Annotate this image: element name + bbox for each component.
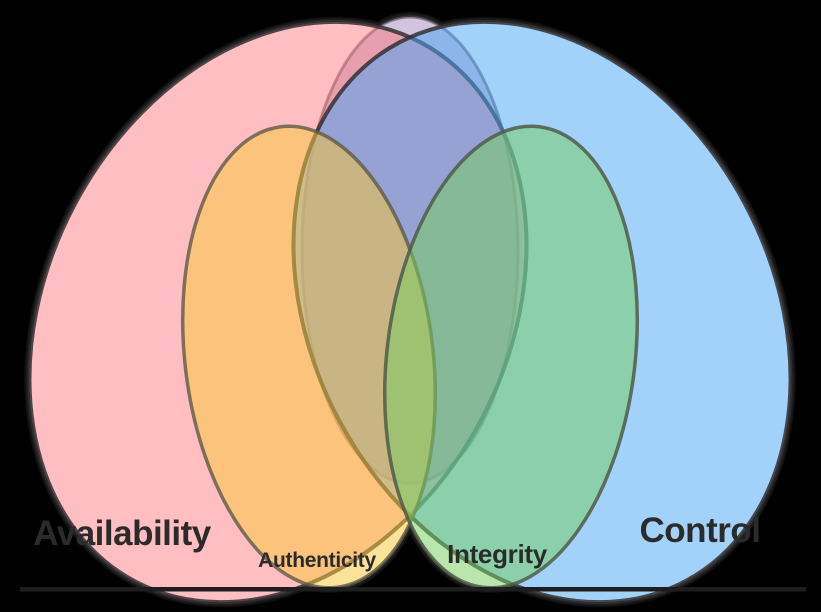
availability-label: Availability: [33, 514, 212, 553]
baseline-rule: [20, 587, 806, 592]
labels: Availability Authenticity Integrity Cont…: [33, 511, 761, 572]
integrity-label: Integrity: [447, 539, 548, 569]
authenticity-label: Authenticity: [258, 549, 376, 572]
control-label: Control: [640, 511, 761, 550]
